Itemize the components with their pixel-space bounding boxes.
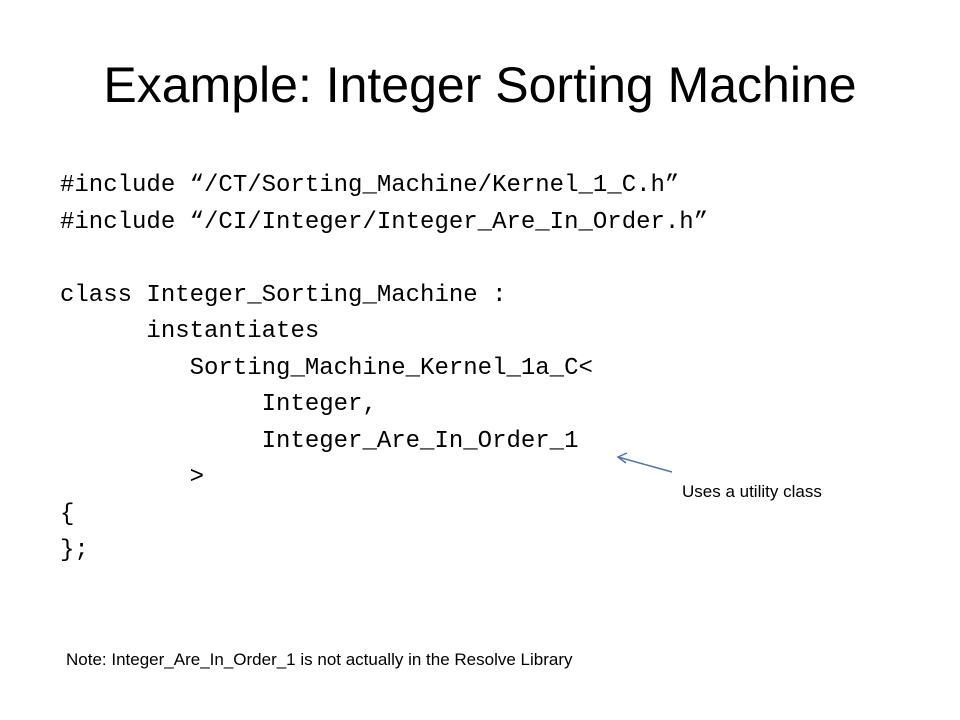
code-line: };: [60, 537, 89, 564]
code-line: #include “/CT/Sorting_Machine/Kernel_1_C…: [60, 172, 680, 199]
footnote: Note: Integer_Are_In_Order_1 is not actu…: [66, 650, 573, 669]
slide-title: Example: Integer Sorting Machine: [103, 57, 857, 113]
code-block: #include “/CT/Sorting_Machine/Kernel_1_C…: [60, 168, 708, 570]
callout-label: Uses a utility class: [682, 482, 822, 501]
code-line: Integer_Are_In_Order_1: [60, 427, 579, 455]
code-line: {: [60, 500, 75, 528]
code-line: [60, 241, 708, 278]
code-line: >: [60, 464, 205, 491]
code-line: Sorting_Machine_Kernel_1a_C<: [60, 354, 593, 382]
code-line: Integer,: [60, 391, 377, 418]
code-line: #include “/CI/Integer/Integer_Are_In_Ord…: [60, 208, 709, 236]
code-line: class Integer_Sorting_Machine :: [60, 281, 507, 309]
code-line: instantiates: [60, 318, 320, 345]
